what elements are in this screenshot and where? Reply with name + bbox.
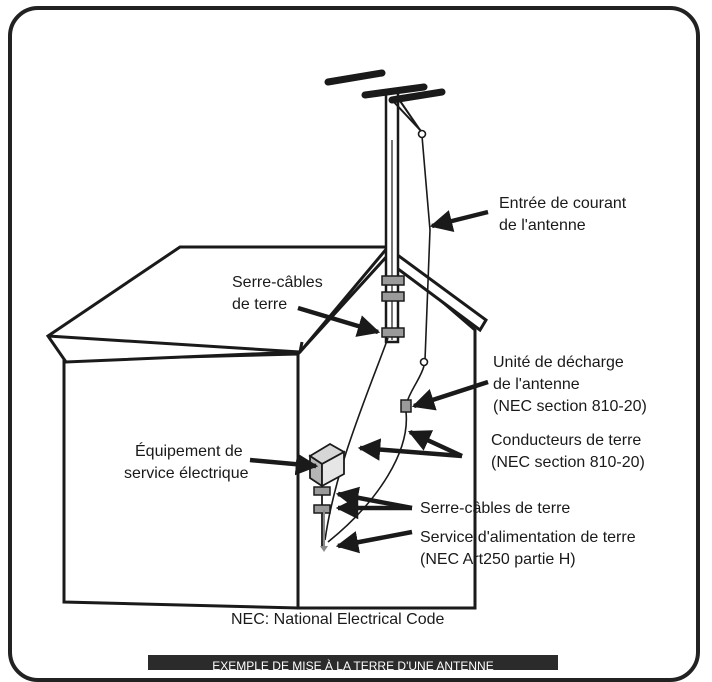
antenna-elements bbox=[324, 69, 446, 104]
label-antenna-lead-in-line2: de l'antenne bbox=[499, 217, 586, 234]
lower-ground-clamps bbox=[313, 486, 331, 514]
house-roof bbox=[45, 245, 392, 364]
discharge-unit bbox=[400, 399, 412, 413]
label-discharge-unit-line2: de l'antenne bbox=[493, 376, 580, 393]
label-antenna-lead-in-line1: Entrée de courant bbox=[499, 195, 627, 212]
label-electric-service-line2: service électrique bbox=[124, 465, 249, 482]
mast-ground-clamps bbox=[381, 275, 405, 338]
label-ground-clamps-bottom: Serre-câbles de terre bbox=[420, 500, 571, 517]
roof-fascia bbox=[298, 341, 304, 353]
label-ground-conductors-line2: (NEC section 810-20) bbox=[491, 454, 645, 471]
label-ground-conductors-line1: Conducteurs de terre bbox=[491, 432, 642, 449]
ground-conductors bbox=[324, 337, 408, 543]
label-power-ground-line2: (NEC Art250 partie H) bbox=[420, 551, 576, 568]
label-discharge-unit-line3: (NEC section 810-20) bbox=[493, 398, 647, 415]
label-discharge-unit-line1: Unité de décharge bbox=[493, 354, 624, 371]
footer-title-bar: EXEMPLE DE MISE À LA TERRE D'UNE ANTENNE bbox=[148, 655, 558, 670]
label-electric-service-line1: Équipement de bbox=[135, 443, 243, 460]
house-side-wall bbox=[296, 252, 477, 610]
label-ground-clamp-top-line2: de terre bbox=[232, 296, 288, 313]
label-power-ground-line1: Service d'alimentation de terre bbox=[420, 529, 636, 546]
roof-edge bbox=[47, 334, 301, 354]
callout-arrows bbox=[249, 209, 489, 554]
nec-footnote: NEC: National Electrical Code bbox=[231, 611, 445, 628]
label-ground-clamp-top-line1: Serre-câbles bbox=[232, 274, 323, 291]
